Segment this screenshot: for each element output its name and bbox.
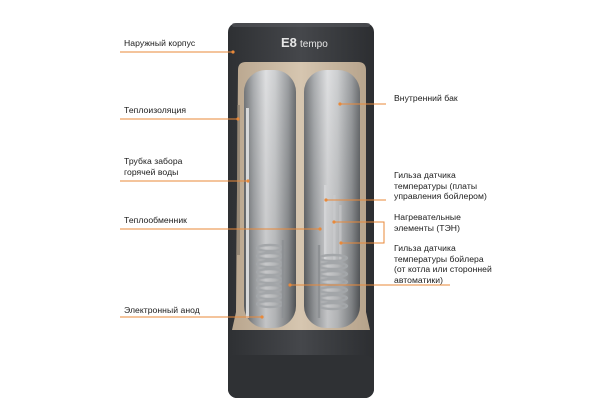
label-insulation: Теплоизоляция [124,105,187,115]
heat-exchanger-coil-left [255,240,285,318]
label-inner-tank: Внутренний бак [394,93,458,103]
brand-logo: E8 tempo [281,35,328,50]
heat-exchanger-coil-right [317,245,349,318]
label-heating-elements: Нагревательные элементы (ТЭН) [394,212,461,233]
label-sensor-sleeve-board: Гильза датчика температуры (платы управл… [394,170,487,201]
left-tank [244,70,296,328]
label-heat-exchanger: Теплообменник [124,215,187,225]
label-anode: Электронный анод [124,305,200,315]
logo-mark: E8 [281,35,297,50]
leader-lines [120,50,450,319]
right-tank [304,70,360,328]
label-hot-water-pipe: Трубка забора горячей воды [124,156,183,177]
label-outer-casing: Наружный корпус [124,38,196,48]
label-sensor-sleeve-boiler: Гильза датчика температуры бойлера (от к… [394,243,492,285]
leader-heating-bracket [380,221,385,244]
logo-word: tempo [300,39,328,50]
